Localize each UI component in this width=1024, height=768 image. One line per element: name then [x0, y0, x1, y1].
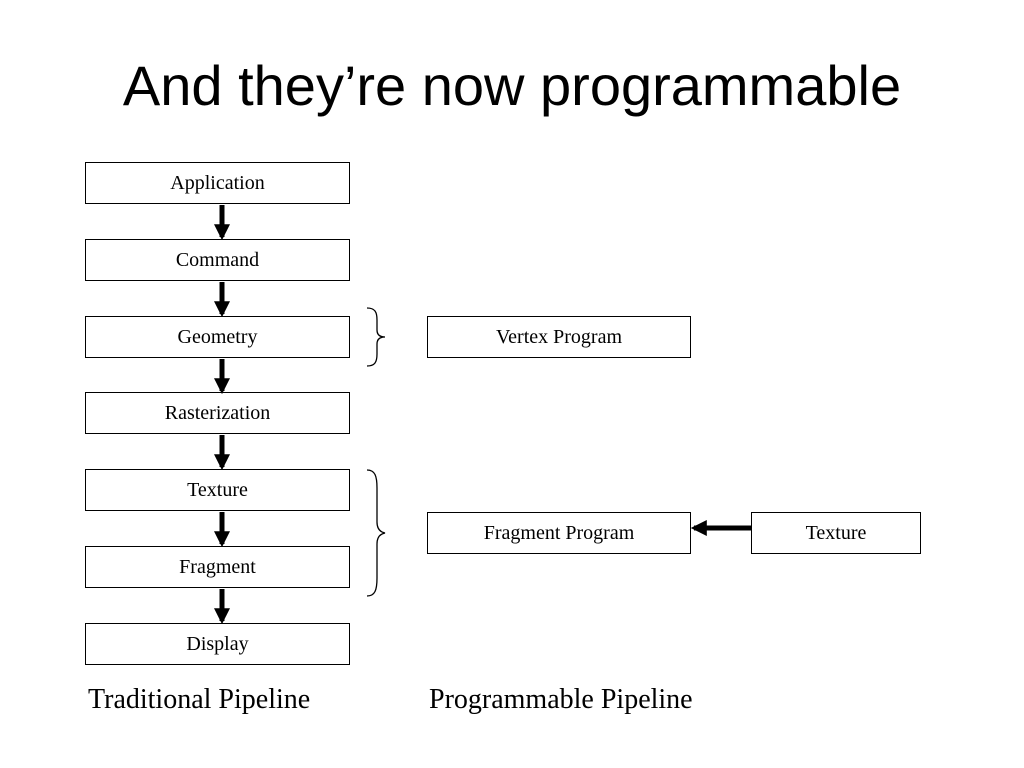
- fragment-program-box: Fragment Program: [427, 512, 691, 554]
- stage-display: Display: [85, 623, 350, 665]
- stage-application: Application: [85, 162, 350, 204]
- vertex-program-box: Vertex Program: [427, 316, 691, 358]
- programmable-pipeline-caption: Programmable Pipeline: [429, 684, 693, 715]
- stage-rasterization: Rasterization: [85, 392, 350, 434]
- stage-command: Command: [85, 239, 350, 281]
- brace-geometry: [366, 307, 386, 367]
- texture-input-box: Texture: [751, 512, 921, 554]
- stage-fragment: Fragment: [85, 546, 350, 588]
- brace-texture-fragment: [366, 469, 386, 597]
- traditional-pipeline-caption: Traditional Pipeline: [88, 684, 311, 715]
- slide-title: And they’re now programmable: [122, 54, 902, 117]
